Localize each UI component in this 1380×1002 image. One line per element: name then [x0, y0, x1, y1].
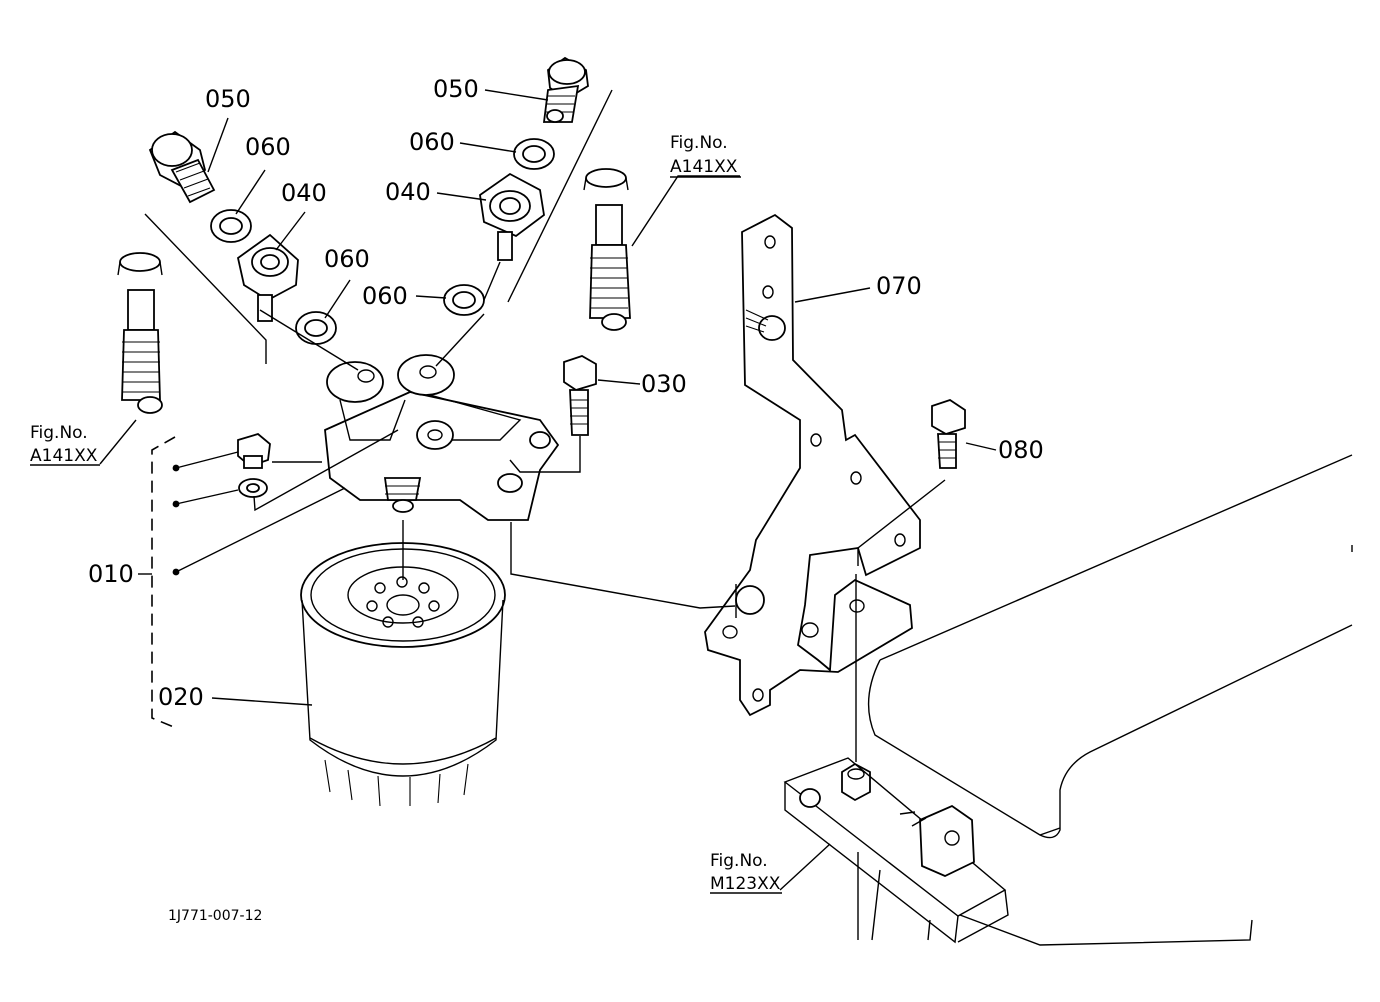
- filter-cartridge: [300, 542, 506, 807]
- part-callouts: 050 060 040 060 050 060 040 060 070 030 …: [88, 75, 1044, 711]
- assembly-group-bracket: [151, 436, 177, 729]
- callout-060-right-lower: 060: [362, 282, 408, 310]
- plug-washer: [238, 478, 268, 498]
- drawing-number: 1J771-007-12: [168, 908, 262, 924]
- mounting-bracket: [704, 213, 921, 717]
- callout-040-left: 040: [281, 179, 327, 207]
- fig-ref-label-left: Fig.No.: [30, 423, 88, 443]
- callout-050-right: 050: [433, 75, 479, 103]
- frame-plate: [783, 757, 1253, 946]
- leader-lines: [99, 89, 997, 891]
- fuel-hose-right: [583, 168, 631, 331]
- fig-ref-code-top: A141XX: [670, 157, 738, 177]
- washer-right-upper: [513, 138, 555, 170]
- bolt-080: [931, 399, 966, 469]
- filter-head: [324, 354, 560, 521]
- fig-ref-label-top: Fig.No.: [670, 133, 728, 153]
- fig-ref-label-bottom: Fig.No.: [710, 851, 768, 871]
- callout-050-left: 050: [205, 85, 251, 113]
- banjo-fitting-right: [479, 172, 545, 261]
- callout-060-left-upper: 060: [245, 133, 291, 161]
- figure-refs: Fig.No. A141XX Fig.No. A141XX Fig.No. M1…: [30, 133, 782, 894]
- fuel-hose-left: [117, 252, 163, 414]
- fig-ref-code-bottom: M123XX: [710, 874, 781, 894]
- bolt-030: [563, 355, 597, 436]
- callout-080: 080: [998, 436, 1044, 464]
- callout-010: 010: [88, 560, 134, 588]
- fig-ref-code-left: A141XX: [30, 446, 98, 466]
- banjo-bolt-left: [148, 130, 216, 204]
- banjo-bolt-right: [542, 56, 589, 123]
- nut: [841, 762, 871, 802]
- engine-cover: [867, 454, 1353, 839]
- washer-left-upper: [210, 209, 252, 243]
- callout-030: 030: [641, 370, 687, 398]
- callout-060-right-upper: 060: [409, 128, 455, 156]
- washer-right-lower: [443, 284, 485, 316]
- washer-left-lower: [295, 311, 337, 345]
- callout-060-left-lower: 060: [324, 245, 370, 273]
- callout-020: 020: [158, 683, 204, 711]
- callout-070: 070: [876, 272, 922, 300]
- plug: [237, 432, 271, 469]
- banjo-fitting-left: [236, 233, 299, 322]
- callout-040-right: 040: [385, 178, 431, 206]
